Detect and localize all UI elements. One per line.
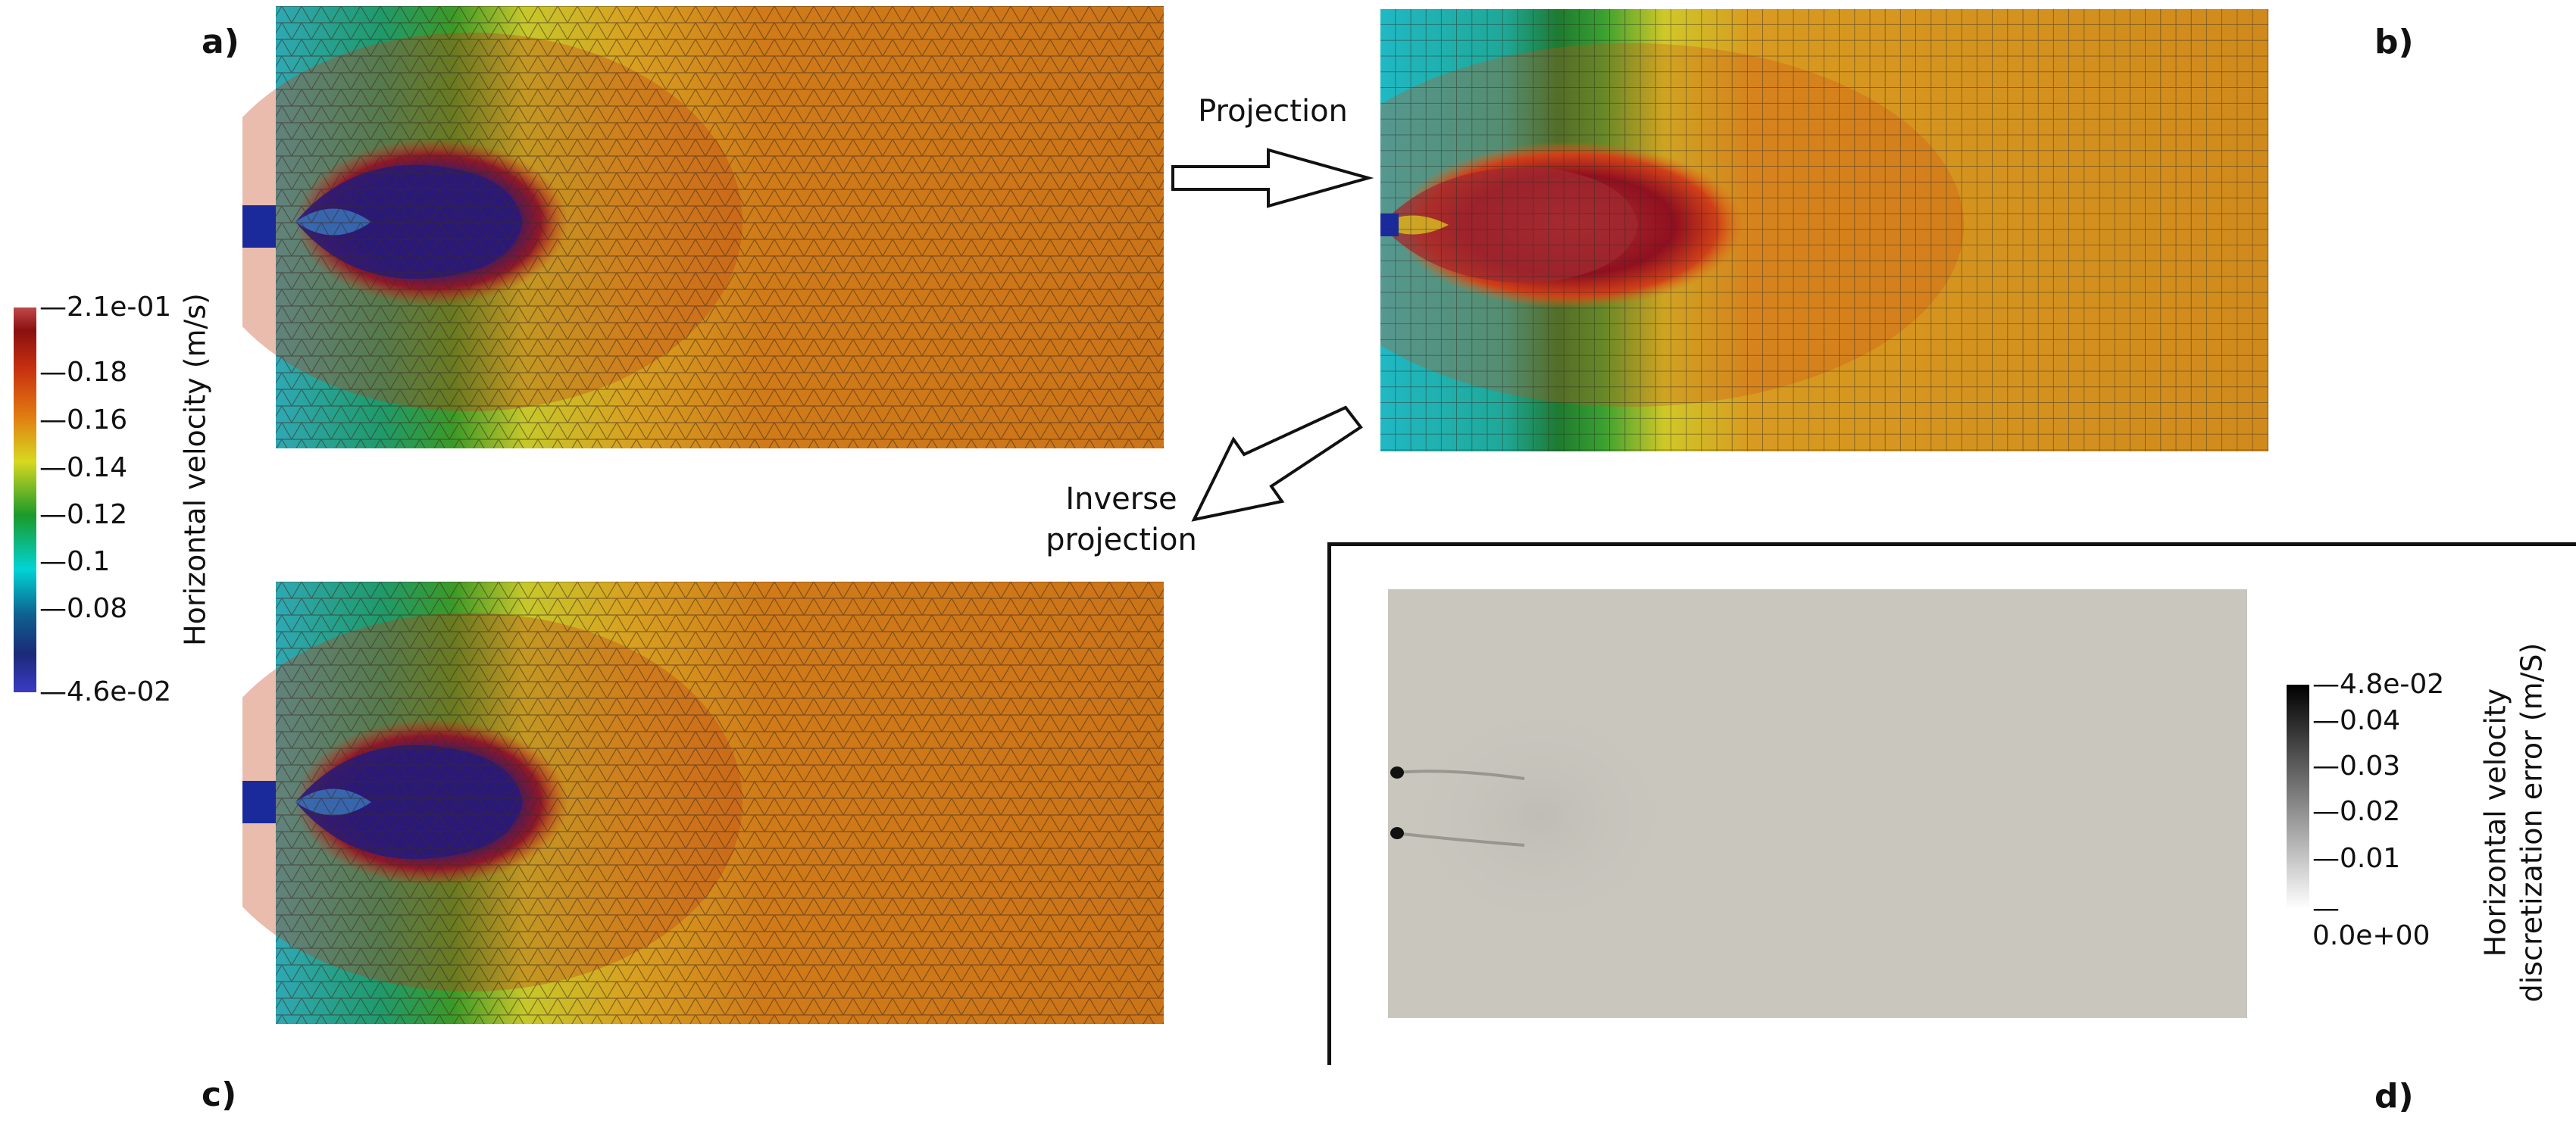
- velocity-tick-6: —0.08: [39, 593, 128, 624]
- error-tick-5: —0.0e+00: [2312, 893, 2431, 951]
- error-tick-4: —0.01: [2312, 843, 2401, 874]
- velocity-tick-4: —0.12: [39, 499, 128, 530]
- velocity-tick-5: —0.1: [39, 546, 111, 577]
- velocity-tick-7: —4.6e-02: [39, 676, 172, 707]
- panel-d-frame: [1327, 542, 2576, 1065]
- panel-label-c: c): [202, 1075, 237, 1114]
- inverse-projection-arrow: [1188, 392, 1364, 526]
- velocity-tick-2: —0.16: [39, 404, 128, 436]
- panel-label-b: b): [2374, 23, 2414, 61]
- projection-label: Projection: [1198, 94, 1348, 129]
- velocity-tick-3: —0.14: [39, 452, 128, 483]
- error-colorbar-title: Horizontal velocity discretization error…: [2478, 643, 2550, 1003]
- velocity-tick-1: —0.18: [39, 357, 128, 388]
- error-colorbar-title-line1: Horizontal velocity: [2478, 688, 2512, 957]
- panel-b-structured-grid: [1380, 9, 2268, 451]
- panel-d-error-field: [1388, 589, 2247, 1018]
- panel-label-a: a): [202, 23, 239, 61]
- inverse-projection-label-line2: projection: [1046, 523, 1197, 557]
- velocity-colorbar-ticks: —2.1e-01 —0.18 —0.16 —0.14 —0.12 —0.1 —0…: [36, 294, 188, 706]
- inverse-projection-label-line1: Inverse: [1065, 482, 1177, 517]
- velocity-colorbar-title: Horizontal velocity (m/s): [178, 293, 212, 646]
- error-tick-2: —0.03: [2312, 751, 2401, 782]
- panel-label-d: d): [2374, 1077, 2414, 1116]
- velocity-colorbar: [14, 308, 36, 692]
- error-tick-1: —0.04: [2312, 705, 2401, 736]
- panel-c-triangular-mesh: [242, 582, 1164, 1024]
- error-tick-0: —4.8e-02: [2312, 669, 2445, 700]
- velocity-tick-0: —2.1e-01: [39, 292, 172, 323]
- error-tick-3: —0.02: [2312, 796, 2401, 827]
- panel-a-triangular-mesh: [242, 6, 1164, 448]
- inverse-projection-label: Inverse projection: [1030, 479, 1212, 560]
- error-colorbar: [2287, 685, 2309, 909]
- error-colorbar-title-line2: discretization error (m/S): [2515, 642, 2548, 1003]
- projection-arrow: [1170, 144, 1374, 212]
- error-colorbar-ticks: —4.8e-02 —0.04 —0.03 —0.02 —0.01 —0.0e+0…: [2309, 671, 2453, 950]
